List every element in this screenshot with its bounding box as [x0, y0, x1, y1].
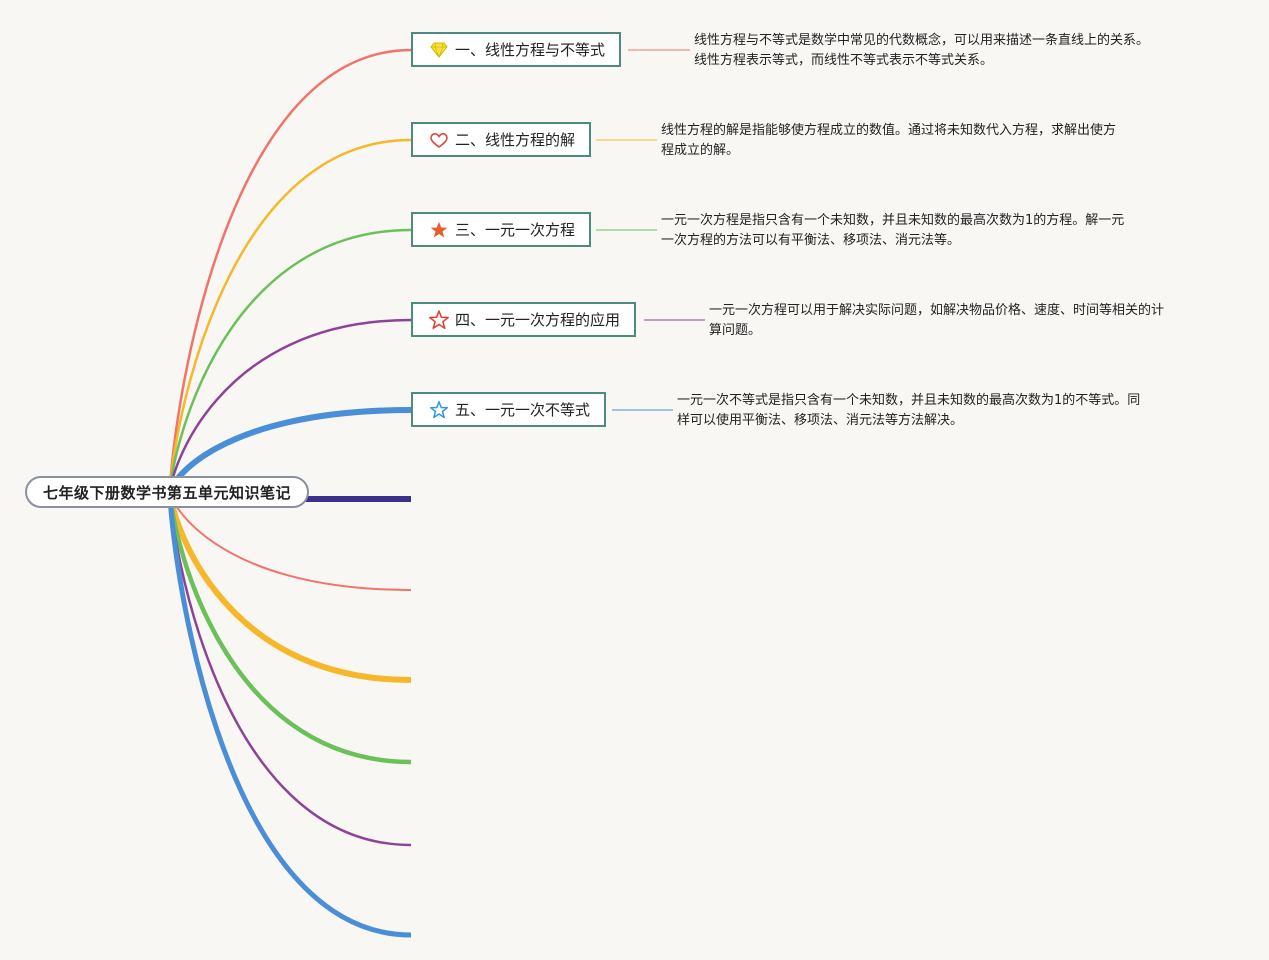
topic-label: 二、线性方程的解: [455, 131, 576, 149]
branch-line: [168, 138, 412, 493]
note-line: 程成立的解。: [661, 143, 740, 158]
topic-linear-equation-inequality[interactable]: 一、线性方程与不等式: [411, 32, 622, 67]
empty-branch-line: [167, 491, 412, 938]
note-line: 线性方程与不等式是数学中常见的代数概念，可以用来描述一条直线上的关系。: [694, 33, 1150, 48]
note-line: 一元一次方程可以用于解决实际问题，如解决物品价格、速度、时间等相关的计: [709, 303, 1165, 318]
note-line: 算问题。: [709, 323, 762, 338]
empty-branch-line: [167, 491, 412, 765]
root-topic-label: 七年级下册数学书第五单元知识笔记: [42, 483, 291, 502]
star-blue-icon: [429, 400, 449, 420]
topic-note-3: 一元一次方程是指只含有一个未知数，并且未知数的最高次数为1的方程。解一元 一次方…: [661, 211, 1124, 251]
diamond-icon: [429, 40, 449, 60]
note-line: 线性方程表示等式，而线性不等式表示不等式关系。: [694, 53, 994, 68]
topic-note-5: 一元一次不等式是指只含有一个未知数，并且未知数的最高次数为1的不等式。同 样可以…: [677, 391, 1140, 431]
topic-note-1: 线性方程与不等式是数学中常见的代数概念，可以用来描述一条直线上的关系。 线性方程…: [694, 31, 1149, 71]
note-line: 一次方程的方法可以有平衡法、移项法、消元法等。: [661, 233, 961, 248]
note-line: 一元一次不等式是指只含有一个未知数，并且未知数的最高次数为1的不等式。同: [677, 393, 1141, 408]
note-line: 线性方程的解是指能够使方程成立的数值。通过将未知数代入方程，求解出使方: [661, 123, 1117, 138]
root-topic[interactable]: 七年级下册数学书第五单元知识笔记: [25, 476, 309, 508]
topic-linear-inequality-one-variable[interactable]: 五、一元一次不等式: [411, 392, 607, 427]
topic-label: 五、一元一次不等式: [455, 401, 591, 419]
topic-note-2: 线性方程的解是指能够使方程成立的数值。通过将未知数代入方程，求解出使方 程成立的…: [661, 121, 1116, 161]
topic-label: 四、一元一次方程的应用: [455, 311, 621, 329]
star-filled-icon: [429, 220, 449, 240]
note-line: 样可以使用平衡法、移项法、消元法等方法解决。: [677, 413, 964, 428]
note-line: 一元一次方程是指只含有一个未知数，并且未知数的最高次数为1的方程。解一元: [661, 213, 1125, 228]
topic-note-4: 一元一次方程可以用于解决实际问题，如解决物品价格、速度、时间等相关的计 算问题。: [709, 301, 1164, 341]
topic-linear-equation-solution[interactable]: 二、线性方程的解: [411, 122, 592, 157]
heart-icon: [429, 130, 449, 150]
topic-label: 三、一元一次方程: [455, 221, 576, 239]
empty-branch-line: [168, 491, 412, 847]
note-connectors: [596, 49, 705, 411]
star-outline-icon: [429, 309, 449, 330]
topic-linear-equation-application[interactable]: 四、一元一次方程的应用: [411, 302, 637, 337]
topic-linear-equation-one-variable[interactable]: 三、一元一次方程: [411, 212, 592, 247]
topic-label: 一、线性方程与不等式: [455, 41, 606, 59]
branch-line: [168, 228, 412, 493]
branch-line: [168, 48, 412, 493]
branch-line: [168, 318, 412, 493]
